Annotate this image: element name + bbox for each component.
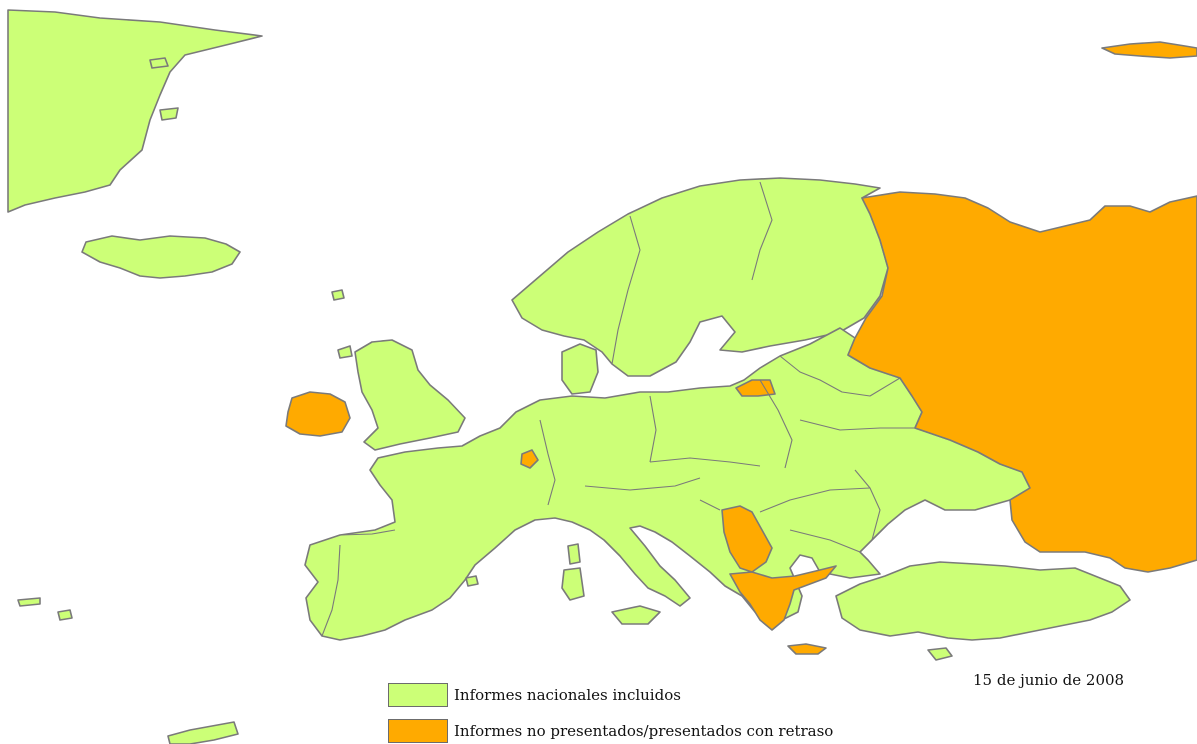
greenland-islet (149, 57, 169, 69)
border-spain-france (339, 529, 396, 536)
crete (787, 643, 827, 655)
cyprus (927, 647, 953, 661)
atlantic-islet (17, 597, 41, 607)
legend-label-included: Informes nacionales incluidos (454, 686, 681, 704)
border-spain-portugal (321, 544, 341, 637)
border-france-germany (539, 419, 556, 506)
serbia-montenegro (721, 505, 773, 573)
border-germany-austria (584, 477, 701, 491)
greenland (7, 9, 263, 213)
arctic-islands (1101, 41, 1197, 59)
corsica (567, 543, 581, 565)
turkey (835, 561, 1131, 641)
border-balkans (699, 487, 871, 553)
ireland (285, 391, 351, 437)
border-poland-east (759, 379, 793, 469)
kaliningrad (735, 379, 776, 397)
legend-item-included: Informes nacionales incluidos (388, 683, 681, 707)
sicily (611, 605, 661, 625)
legend-swatch-included (388, 683, 448, 707)
border-sweden-finland (751, 181, 773, 281)
iceland (81, 235, 241, 279)
balearic-islands (465, 575, 479, 587)
legend-label-not-submitted: Informes no presentados/presentados con … (454, 722, 834, 740)
denmark (561, 343, 599, 395)
border-poland-germany (649, 395, 657, 463)
legend-swatch-not-submitted (388, 719, 448, 743)
border-norway-sweden (611, 215, 641, 365)
atlantic-islet (57, 609, 73, 621)
border-czech-slovakia (649, 457, 761, 467)
legend-item-not-submitted: Informes no presentados/presentados con … (388, 719, 833, 743)
russia (847, 191, 1197, 573)
greece (729, 565, 837, 631)
map-date: 15 de junio de 2008 (973, 671, 1125, 689)
greenland-islet (159, 107, 179, 121)
african-coast-fragment (167, 721, 239, 744)
luxembourg (520, 449, 539, 469)
border-baltic-belarus (779, 355, 901, 397)
great-britain (354, 339, 466, 451)
border-belarus-ukraine (799, 419, 915, 431)
border-romania-moldova (854, 469, 881, 541)
faroe-islands (331, 289, 345, 301)
sardinia (561, 567, 585, 601)
scotland-islets (337, 345, 353, 359)
